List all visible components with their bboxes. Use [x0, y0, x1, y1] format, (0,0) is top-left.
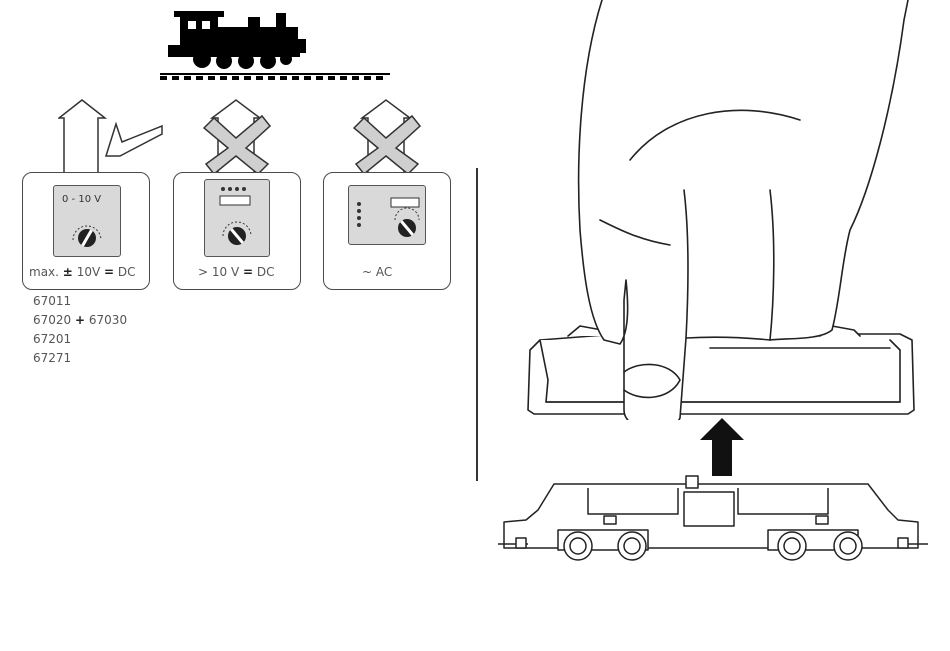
indicator-lights-icon [219, 186, 255, 210]
hand-lifting-body-icon [520, 0, 940, 420]
speed-knob-icon [67, 214, 107, 252]
steam-locomotive-icon [160, 5, 390, 80]
controller-box: 0 - 10 V [53, 185, 121, 257]
panel-caption: > 10 V = DC [198, 265, 275, 279]
controller-voltage-label: 0 - 10 V [62, 194, 101, 205]
list-item: 67271 [33, 349, 127, 368]
up-arrow-icon [700, 418, 744, 476]
up-arrow-icon [58, 98, 168, 176]
list-item: 67020 + 67030 [33, 311, 127, 330]
dc-controller-panel-ok: 0 - 10 V max. ± 10V = DC [22, 172, 150, 290]
controller-box [204, 179, 270, 257]
crossed-arrow-icon [200, 98, 280, 176]
check-mark-icon [106, 124, 162, 156]
panel-caption: max. ± 10V = DC [29, 265, 136, 279]
compatible-item-list: 67011 67020 + 67030 67201 67271 [33, 292, 127, 368]
ac-controller-icon [353, 190, 423, 242]
crossed-arrow-icon [350, 98, 430, 176]
list-item: 67011 [33, 292, 127, 311]
dc-high-voltage-panel-not-allowed: > 10 V = DC [173, 172, 301, 290]
locomotive-chassis-icon [498, 470, 928, 570]
controller-box [348, 185, 426, 245]
list-item: 67201 [33, 330, 127, 349]
ac-panel-not-allowed: ~ AC [323, 172, 451, 290]
panel-caption: ~ AC [362, 265, 392, 279]
section-divider [476, 168, 478, 481]
speed-knob-icon [217, 214, 257, 252]
